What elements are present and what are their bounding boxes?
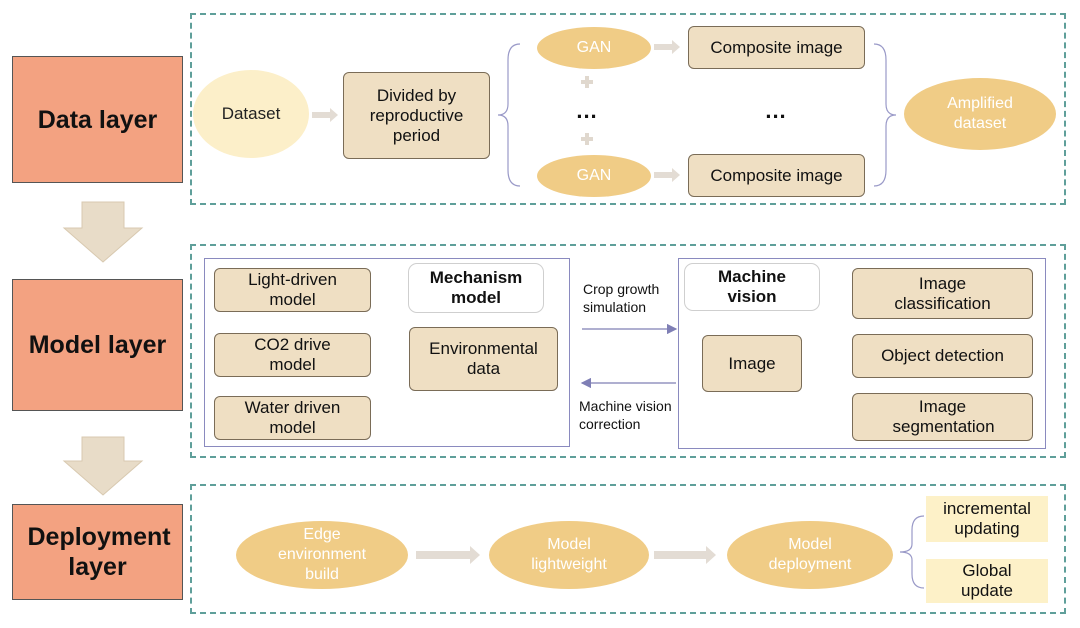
down-arrow-data-to-model — [62, 201, 144, 263]
brace-left — [497, 43, 521, 187]
crop-growth-text: Crop growth simulation — [583, 281, 660, 315]
ellipsis-right-text: ... — [765, 98, 787, 123]
composite-top-text: Composite image — [710, 37, 843, 57]
co2-drive-text: CO2 drive model — [254, 335, 331, 374]
light-driven-node: Light-driven model — [214, 268, 371, 312]
object-detection-text: Object detection — [881, 346, 1004, 365]
brace-deploy — [899, 515, 925, 589]
ellipsis-right: ... — [756, 98, 796, 124]
object-detection-node: Object detection — [852, 334, 1033, 378]
machine-vision-title-text: Machine vision — [717, 267, 787, 306]
deployment-layer-panel — [190, 484, 1066, 614]
mv-correction-text: Machine vision correction — [579, 398, 672, 432]
ellipsis-left: ... — [567, 98, 607, 124]
light-driven-text: Light-driven model — [248, 270, 337, 309]
divided-node: Divided by reproductive period — [343, 72, 490, 159]
arrow-dataset-to-divided — [312, 108, 338, 122]
machine-vision-title: Machine vision — [684, 263, 820, 311]
mv-correction-label: Machine vision correction — [579, 397, 679, 433]
brace-right — [873, 43, 897, 187]
image-classification-node: Image classification — [852, 268, 1033, 319]
data-layer-label: Data layer — [12, 56, 183, 183]
model-layer-text: Model layer — [28, 331, 167, 359]
data-layer-panel — [190, 13, 1066, 205]
deployment-text: Model deployment — [768, 536, 852, 573]
mechanism-model-title: Mechanism model — [408, 263, 544, 313]
co2-drive-node: CO2 drive model — [214, 333, 371, 377]
edge-build-text: Edge environment build — [277, 526, 367, 583]
dataset-node: Dataset — [193, 70, 309, 158]
image-segmentation-text: Image segmentation — [892, 397, 995, 436]
gan-top-node: GAN — [537, 27, 651, 69]
environmental-data-node: Environmental data — [409, 327, 558, 391]
composite-bottom-text: Composite image — [710, 165, 843, 185]
incremental-text: incremental updating — [943, 499, 1031, 538]
arrow-edge-to-light — [416, 546, 480, 564]
data-layer-text: Data layer — [37, 105, 158, 134]
plus-connector-upper — [581, 76, 593, 88]
down-arrow-model-to-deploy — [62, 436, 144, 496]
arrow-light-to-deploy — [654, 546, 716, 564]
amplified-node: Amplified dataset — [904, 78, 1056, 150]
image-segmentation-node: Image segmentation — [852, 393, 1033, 441]
lightweight-text: Model lightweight — [531, 536, 607, 573]
global-text: Global update — [961, 561, 1013, 600]
deployment-node: Model deployment — [727, 521, 893, 589]
deployment-layer-text: Deployment layer — [27, 523, 171, 581]
composite-bottom-node: Composite image — [688, 154, 865, 197]
water-driven-text: Water driven model — [244, 398, 341, 437]
plus-connector-lower — [581, 133, 593, 145]
image-classification-text: Image classification — [894, 273, 991, 313]
composite-top-node: Composite image — [688, 26, 865, 69]
deployment-layer-label: Deployment layer — [12, 504, 183, 600]
divided-text: Divided by reproductive period — [369, 85, 464, 145]
mechanism-model-title-text: Mechanism model — [429, 268, 523, 307]
amplified-text: Amplified dataset — [947, 95, 1013, 132]
dataset-text: Dataset — [221, 104, 281, 123]
global-node: Global update — [926, 559, 1048, 603]
gan-top-text: GAN — [576, 39, 612, 56]
model-layer-label: Model layer — [12, 279, 183, 411]
arrow-gan-top — [654, 40, 680, 54]
model-layer-panel — [190, 244, 1066, 458]
environmental-data-text: Environmental data — [429, 339, 538, 378]
ellipsis-left-text: ... — [576, 98, 598, 123]
crop-growth-label: Crop growth simulation — [583, 280, 678, 316]
water-driven-node: Water driven model — [214, 396, 371, 440]
gan-bottom-text: GAN — [576, 167, 612, 184]
image-node: Image — [702, 335, 802, 392]
image-text: Image — [728, 353, 776, 373]
edge-build-node: Edge environment build — [236, 521, 408, 589]
incremental-node: incremental updating — [926, 496, 1048, 542]
lightweight-node: Model lightweight — [489, 521, 649, 589]
gan-bottom-node: GAN — [537, 155, 651, 197]
arrow-gan-bottom — [654, 168, 680, 182]
